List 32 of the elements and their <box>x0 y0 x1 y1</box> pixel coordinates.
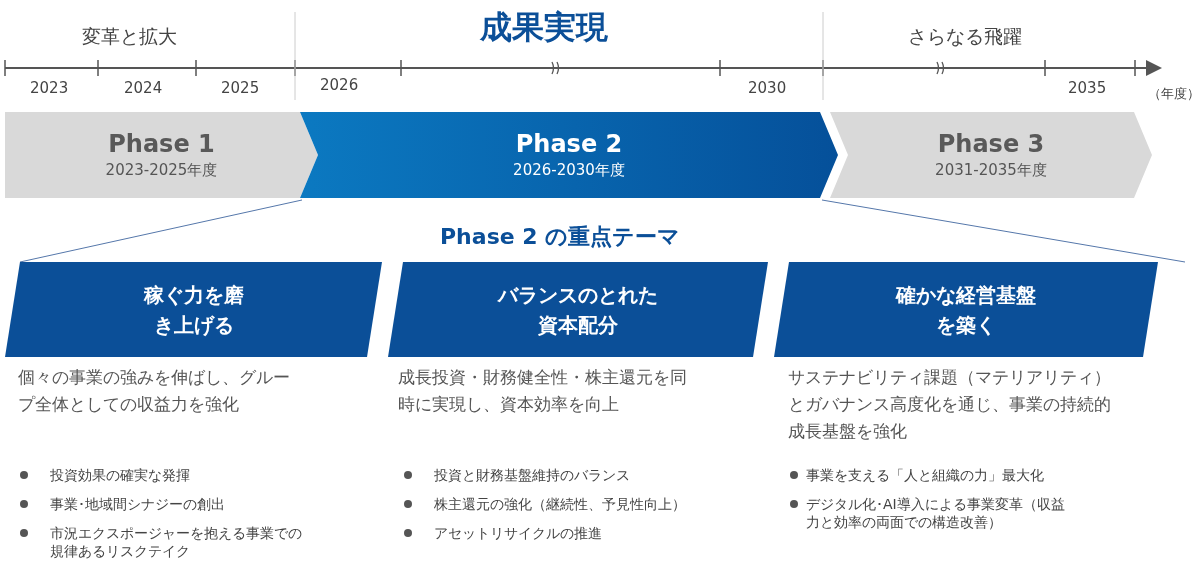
bullet-item: 事業･地域間シナジーの創出 <box>18 495 390 513</box>
year-label: 2030 <box>748 79 787 97</box>
phase-panel <box>5 112 318 198</box>
theme-panel <box>774 262 1158 357</box>
phase-years: 2023-2025年度 <box>105 160 218 181</box>
section-heading: Phase 2 の重点テーマ <box>440 223 681 251</box>
phase-panel <box>300 112 838 198</box>
theme-title: バランスのとれた資本配分 <box>496 281 659 339</box>
phase-panel <box>830 112 1152 198</box>
year-label: 2023 <box>30 79 69 97</box>
year-label: 2025 <box>221 79 260 97</box>
theme-panel <box>388 262 768 357</box>
period-heading: 成果実現 <box>480 7 608 48</box>
year-label: 2024 <box>124 79 163 97</box>
bullet-item: 投資効果の確実な発揮 <box>18 466 390 484</box>
period-heading: さらなる飛躍 <box>908 24 1022 49</box>
description-text: 個々の事業の強みを伸ばし、グループ全体としての収益力を強化 <box>18 366 291 416</box>
year-label: 2026 <box>320 76 359 94</box>
period-heading: 変革と拡大 <box>82 24 177 49</box>
theme-title: 確かな経営基盤を築く <box>894 281 1037 339</box>
description-text: サステナビリティ課題（マテリアリティ）とガバナンス高度化を通じ、事業の持続的成長基盤を強化 <box>788 366 1112 443</box>
phase-title: Phase 2 <box>515 129 623 159</box>
unit-label: （年度） <box>1148 85 1200 103</box>
theme-title: 稼ぐ力を磨き上げる <box>142 281 245 339</box>
theme-panel <box>5 262 382 357</box>
phase-title: Phase 1 <box>108 129 215 159</box>
phase-years: 2031-2035年度 <box>935 160 1047 181</box>
description-text: 成長投資・財務健全性・株主還元を同時に実現し、資本効率を向上 <box>398 366 688 416</box>
bullet-item: 市況エクスポージャーを抱える事業での規律あるリスクテイク <box>18 524 312 560</box>
year-label: 2035 <box>1068 79 1107 97</box>
phase-years: 2026-2030年度 <box>513 160 625 181</box>
phase-title: Phase 3 <box>937 129 1045 159</box>
